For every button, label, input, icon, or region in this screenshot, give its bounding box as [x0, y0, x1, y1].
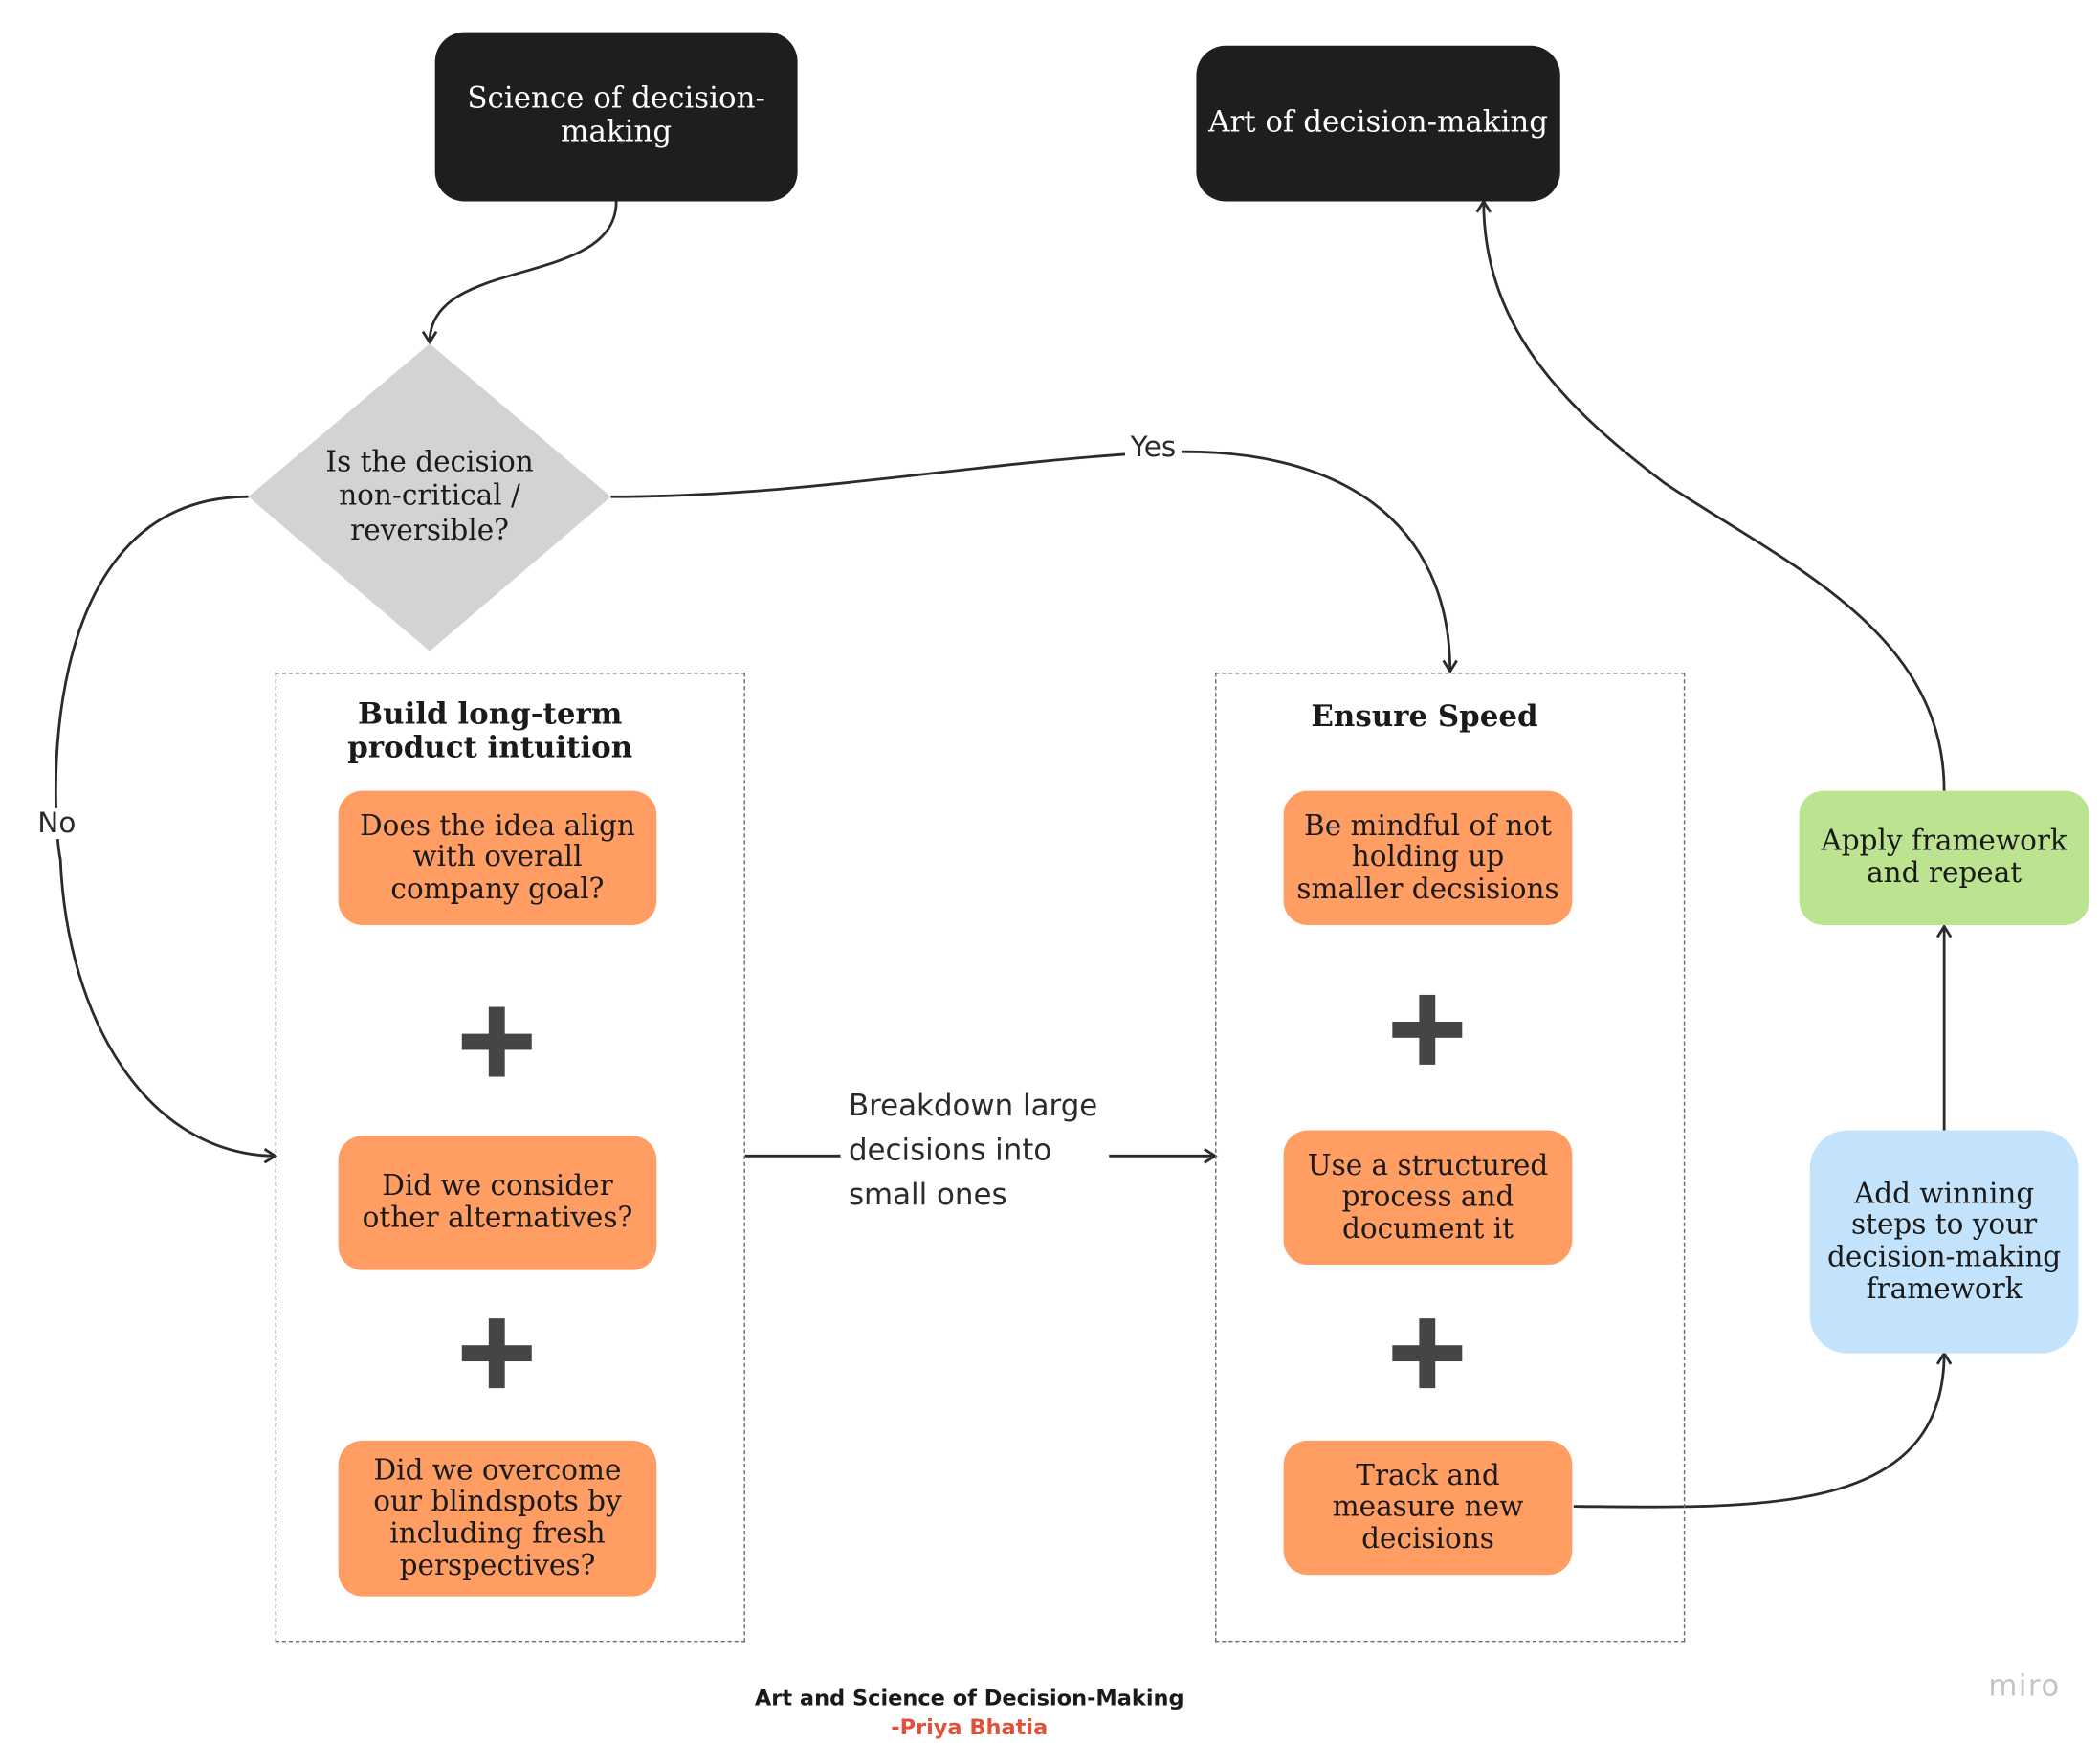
node-add-steps[interactable]: Add winning steps to your decision-makin…	[1809, 1130, 2079, 1354]
decision-diamond-shape	[248, 343, 611, 651]
group-speed-title: Ensure Speed	[1311, 699, 1538, 735]
decision-diamond[interactable]: Is the decision non-critical / reversibl…	[325, 446, 534, 546]
footer-title: Art and Science of Decision-Making	[754, 1685, 1184, 1710]
edge-track-to-add	[1573, 1350, 1953, 1509]
art-node[interactable]: Art of decision-making	[1196, 45, 1560, 202]
edge-decision-yes	[610, 450, 1458, 674]
edge-apply-to-art	[1475, 198, 1946, 791]
footer-author: -Priya Bhatia	[891, 1714, 1049, 1740]
node-apply[interactable]: Apply framework and repeat	[1799, 790, 2089, 925]
group-intuition-title: Build long-term product intuition	[347, 696, 633, 766]
plus-icon	[461, 1006, 532, 1077]
node-structured[interactable]: Use a structured process and document it	[1283, 1130, 1573, 1266]
science-node[interactable]: Science of decision-making	[434, 32, 798, 202]
group-intuition	[275, 673, 745, 1643]
plus-icon	[1392, 994, 1463, 1065]
node-align[interactable]: Does the idea align with overall company…	[338, 790, 657, 925]
group-speed	[1215, 673, 1686, 1643]
node-blindspots[interactable]: Did we overcome our blindspots by includ…	[338, 1440, 657, 1597]
node-mindful[interactable]: Be mindful of not holding up smaller dec…	[1283, 790, 1573, 925]
miro-logo: miro	[1988, 1669, 2061, 1704]
edge-label-breakdown: Breakdown large decisions into small one…	[840, 1084, 1110, 1218]
plus-icon	[461, 1318, 532, 1389]
edge-science-to-decision	[421, 201, 618, 345]
plus-icon	[1392, 1318, 1463, 1389]
node-track[interactable]: Track and measure new decisions	[1283, 1440, 1573, 1576]
edge-decision-no	[54, 495, 278, 1164]
edge-label-no: No	[32, 807, 81, 840]
node-alternatives[interactable]: Did we consider other alternatives?	[338, 1136, 657, 1270]
edge-label-yes: Yes	[1125, 431, 1182, 464]
